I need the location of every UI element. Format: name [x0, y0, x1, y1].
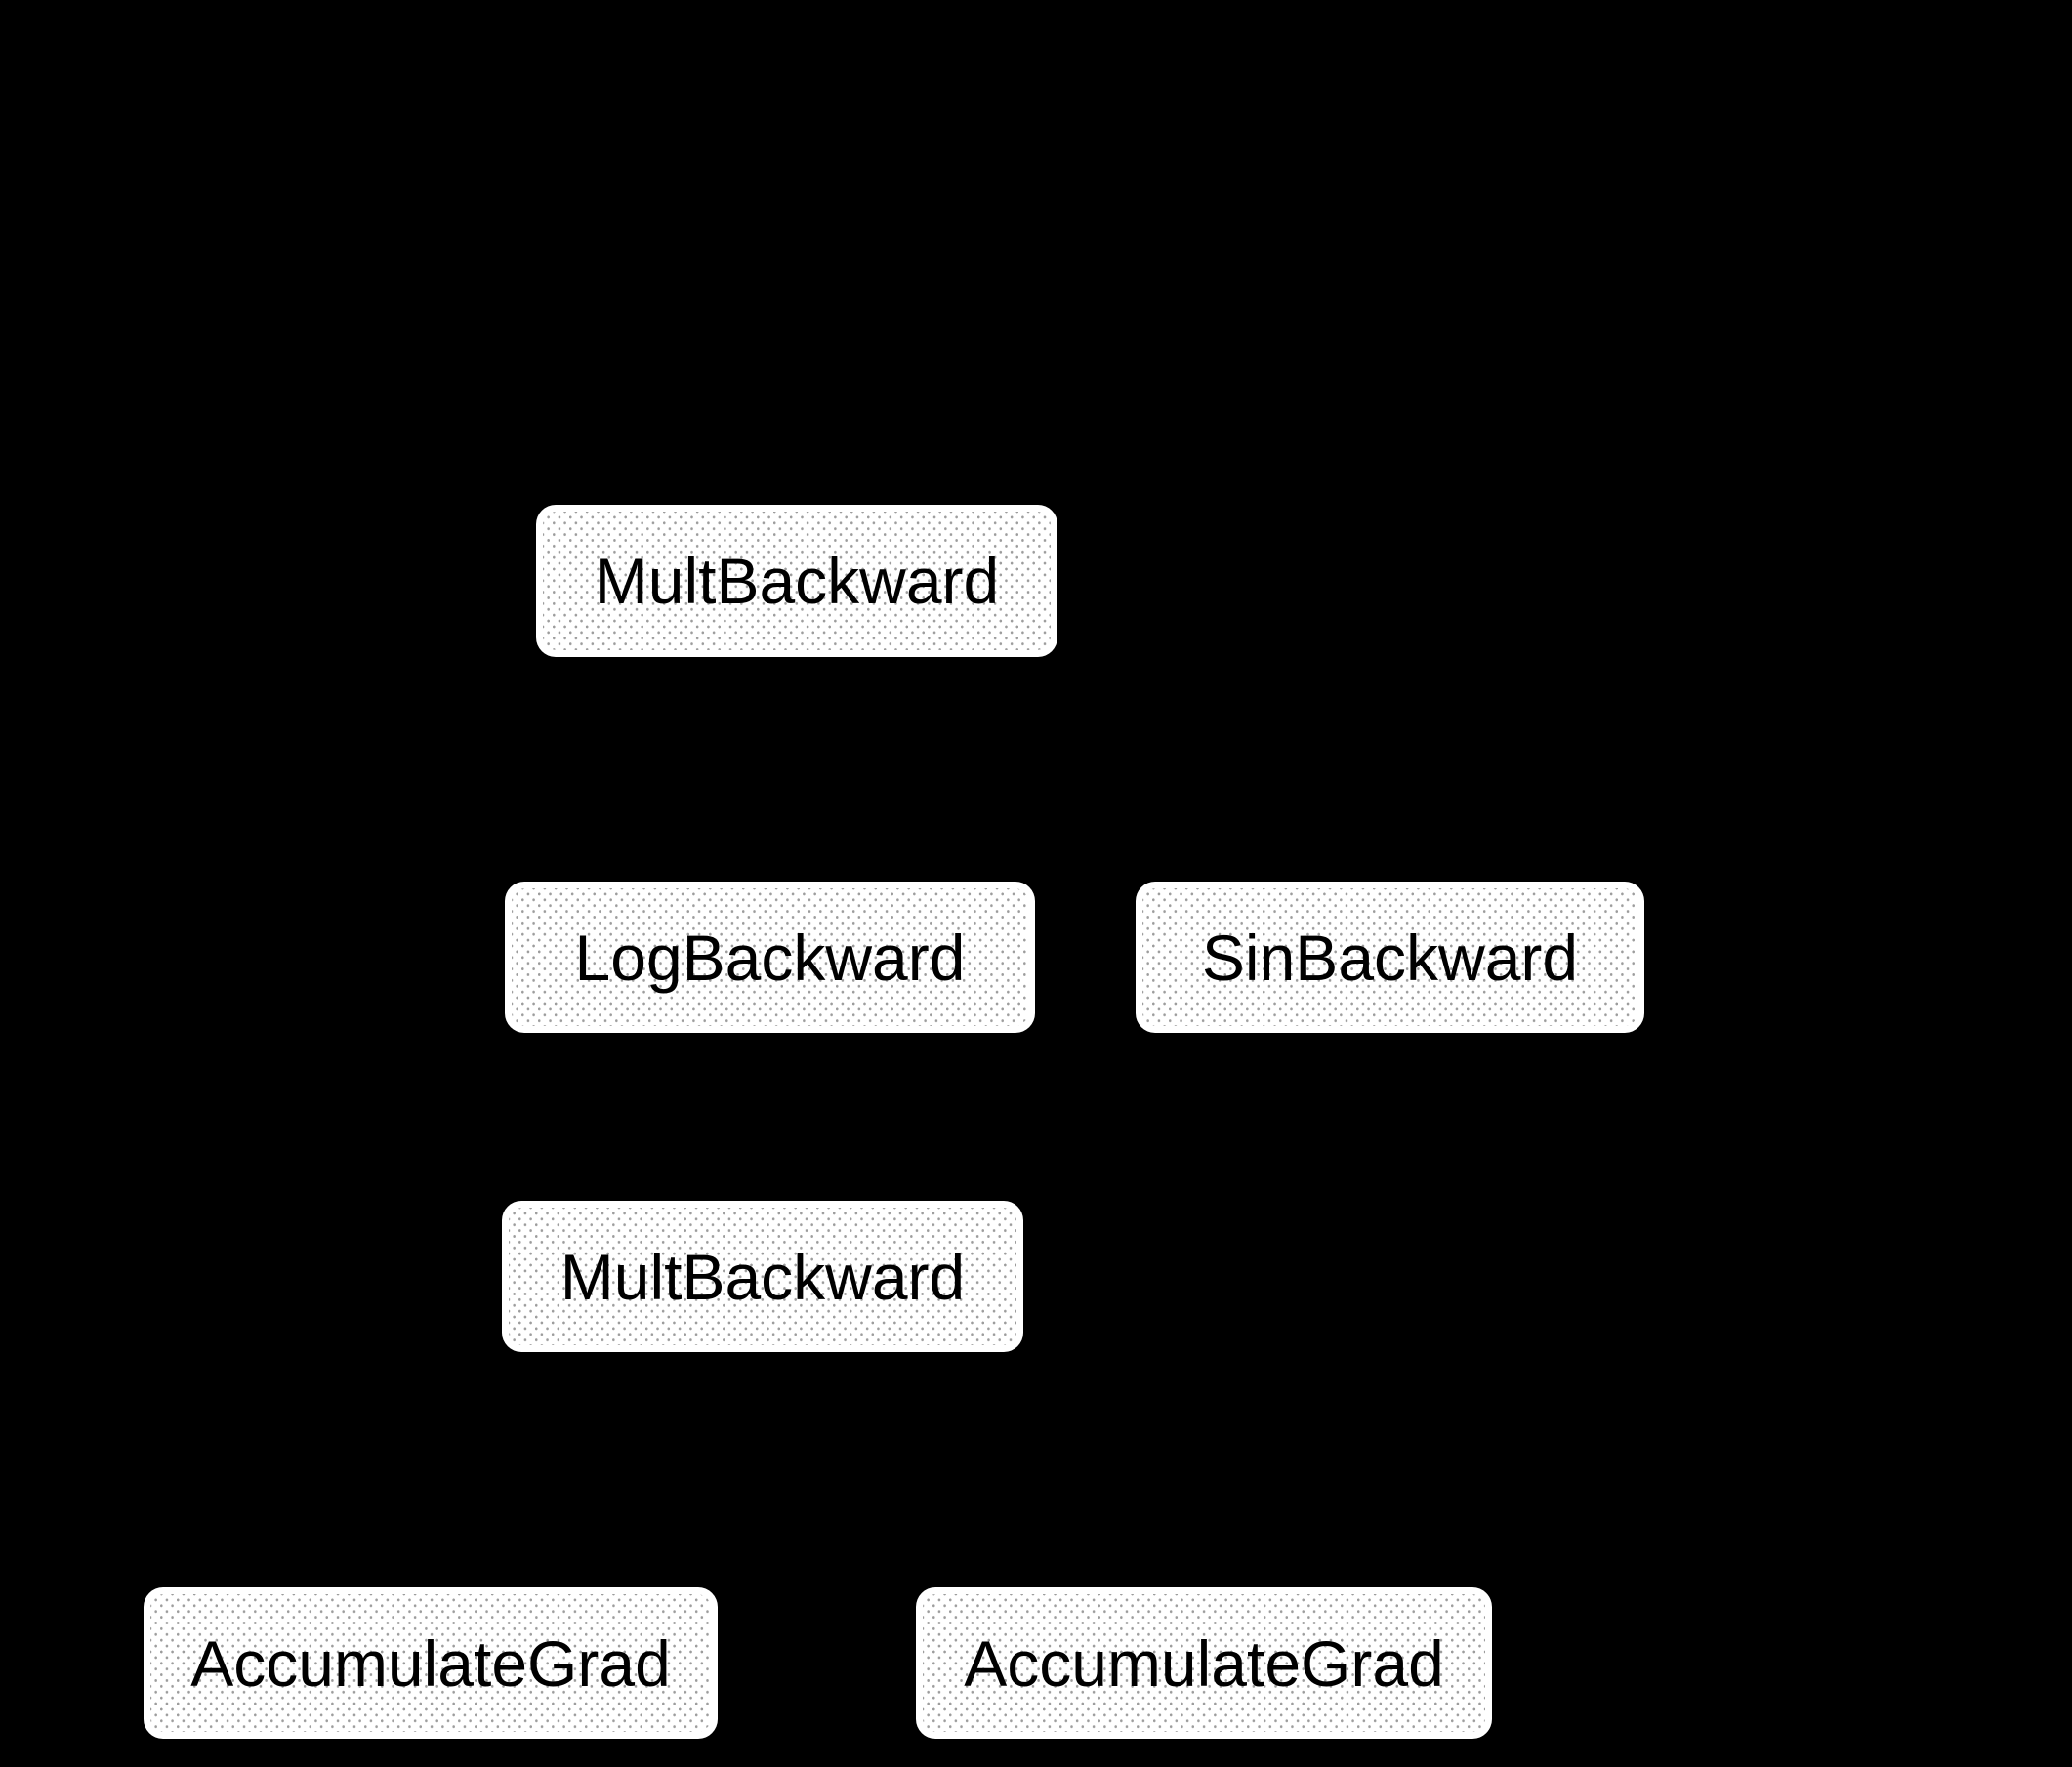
- graph-node-label: SinBackward: [1201, 921, 1579, 994]
- accumulate-grad-right: AccumulateGrad: [916, 1587, 1492, 1739]
- log-backward: LogBackward: [505, 882, 1035, 1033]
- graph-node-label: AccumulateGrad: [964, 1626, 1444, 1700]
- mult-backward-top: MultBackward: [536, 505, 1057, 657]
- graph-node-label: MultBackward: [559, 1240, 966, 1313]
- sin-backward: SinBackward: [1136, 882, 1644, 1033]
- accumulate-grad-left: AccumulateGrad: [144, 1587, 718, 1739]
- graph-node-label: LogBackward: [574, 921, 966, 994]
- graph-node-label: MultBackward: [594, 545, 1000, 617]
- mult-backward-mid: MultBackward: [502, 1201, 1023, 1352]
- graph-node-label: AccumulateGrad: [190, 1626, 671, 1700]
